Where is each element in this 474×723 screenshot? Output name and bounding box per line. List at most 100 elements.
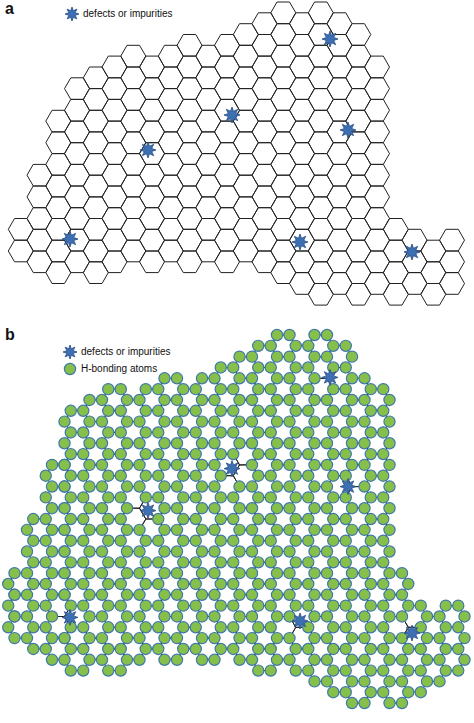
hexagon-ring <box>271 132 296 154</box>
defect-star <box>340 122 356 138</box>
h-bonding-atom <box>46 568 57 579</box>
h-bonding-atom <box>253 427 264 438</box>
h-bonding-atom <box>59 568 70 579</box>
hexagon-ring <box>158 132 183 154</box>
h-bonding-atom <box>459 611 470 622</box>
h-bonding-atom <box>246 611 257 622</box>
legend-text: defects or impurities <box>82 8 173 19</box>
hexagon-ring <box>196 175 221 197</box>
h-bonding-atom <box>178 557 189 568</box>
h-bonding-atom <box>40 578 51 589</box>
h-bonding-atom <box>290 578 301 589</box>
h-bonding-atom <box>290 384 301 395</box>
hexagon-ring <box>290 229 315 251</box>
hexagon-ring <box>308 45 333 67</box>
h-bonding-atom <box>378 427 389 438</box>
h-bonding-atom <box>346 633 357 644</box>
h-bonding-atom <box>340 470 351 481</box>
h-bonding-atom <box>271 438 282 449</box>
h-bonding-atom <box>340 384 351 395</box>
hexagon-ring <box>177 78 202 100</box>
h-bonding-atom <box>9 568 20 579</box>
hexagon-ring <box>421 262 446 284</box>
hexagon-ring <box>308 2 333 24</box>
hexagon-ring <box>121 240 146 262</box>
h-bonding-atom <box>246 524 257 535</box>
h-bonding-atom <box>265 384 276 395</box>
h-bonding-atom <box>78 600 89 611</box>
h-bonding-atom <box>190 622 201 633</box>
h-bonding-atom <box>290 513 301 524</box>
h-bonding-atom <box>284 373 295 384</box>
legend-text: H-bonding atoms <box>80 363 158 374</box>
hexagon-ring <box>27 164 52 186</box>
h-bonding-atom <box>215 643 226 654</box>
hexagon-ring <box>308 132 333 154</box>
h-bonding-atom <box>215 492 226 503</box>
h-bonding-atom <box>159 394 170 405</box>
h-bonding-atom <box>59 503 70 514</box>
h-bonding-atom <box>359 568 370 579</box>
h-bonding-atom <box>153 405 164 416</box>
hexagon-ring <box>140 186 165 208</box>
hexagon-ring <box>271 45 296 67</box>
h-bonding-atom <box>253 600 264 611</box>
hexagon-ring <box>290 164 315 186</box>
h-bonding-atom <box>328 384 339 395</box>
h-bonding-atom <box>284 481 295 492</box>
h-bonding-atom <box>321 676 332 687</box>
h-bonding-atom <box>253 340 264 351</box>
h-bonding-atom <box>265 557 276 568</box>
hexagon-ring <box>215 208 240 230</box>
h-bonding-atom <box>84 416 95 427</box>
h-bonding-atom <box>365 470 376 481</box>
h-bonding-atom <box>115 557 126 568</box>
hexagon-ring <box>215 186 240 208</box>
h-bonding-atom <box>284 503 295 514</box>
h-bonding-atom <box>303 470 314 481</box>
hexagon-ring <box>233 197 258 219</box>
hexagon-ring <box>252 13 277 35</box>
h-bonding-atom <box>265 470 276 481</box>
h-bonding-atom <box>209 524 220 535</box>
h-bonding-atom <box>171 611 182 622</box>
hexagon-ring <box>440 273 465 295</box>
hexagon-ring <box>83 110 108 132</box>
h-bonding-atom <box>340 665 351 676</box>
h-bonding-atom <box>378 448 389 459</box>
h-bonding-atom <box>21 611 32 622</box>
hexagon-ring <box>365 56 390 78</box>
h-bonding-atom <box>171 589 182 600</box>
h-bonding-atom <box>253 578 264 589</box>
h-bonding-atom <box>196 546 207 557</box>
h-bonding-atom <box>321 459 332 470</box>
h-bonding-atom <box>359 546 370 557</box>
h-bonding-atom <box>21 568 32 579</box>
h-bonding-atom <box>96 546 107 557</box>
h-bonding-atom <box>340 578 351 589</box>
hexagon-ring <box>121 45 146 67</box>
h-bonding-atom <box>171 568 182 579</box>
h-bonding-atom <box>403 665 414 676</box>
h-bonding-atom <box>309 589 320 600</box>
h-bonding-atom <box>115 448 126 459</box>
h-bonding-atom <box>103 384 114 395</box>
h-bonding-atom <box>121 416 132 427</box>
hexagon-ring <box>252 56 277 78</box>
h-bonding-atom <box>309 459 320 470</box>
h-bonding-atom <box>365 622 376 633</box>
hexagon-ring <box>27 229 52 251</box>
h-bonding-atom <box>140 492 151 503</box>
hexagon-ring <box>327 229 352 251</box>
h-bonding-atom <box>121 394 132 405</box>
hexagon-ring <box>177 121 202 143</box>
hexagon-ring <box>271 89 296 111</box>
h-bonding-atom <box>153 470 164 481</box>
h-bonding-atom <box>265 643 276 654</box>
h-bonding-atom <box>284 546 295 557</box>
h-bonding-atom <box>396 676 407 687</box>
defect-star <box>140 503 156 519</box>
h-bonding-atom <box>159 503 170 514</box>
h-bonding-atom <box>303 665 314 676</box>
h-bonding-atom <box>196 524 207 535</box>
